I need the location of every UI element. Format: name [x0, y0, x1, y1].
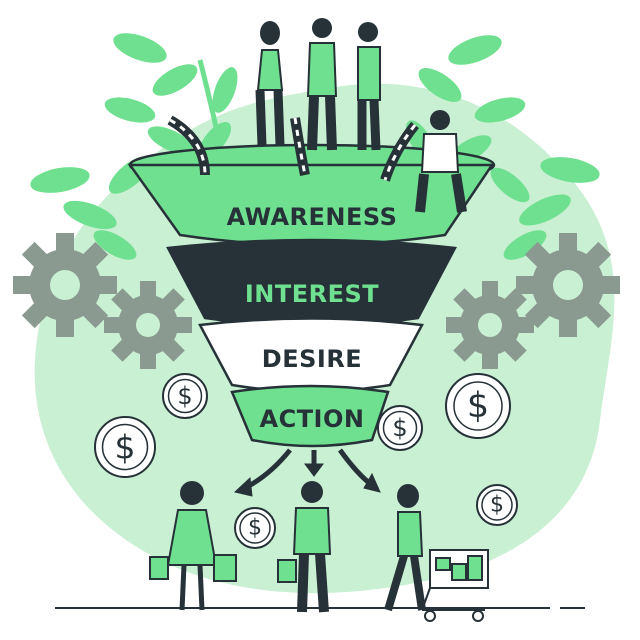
gear-icon	[446, 281, 534, 369]
stage-label-interest: INTEREST	[245, 280, 379, 308]
svg-text:$: $	[177, 382, 192, 410]
dollar-coin-icon: $	[476, 484, 518, 526]
stage-label-desire: DESIRE	[262, 345, 362, 373]
dollar-coin-icon: $	[94, 416, 156, 478]
svg-text:$: $	[392, 414, 407, 442]
dollar-coin-icon: $	[162, 373, 208, 419]
svg-text:$: $	[248, 516, 262, 541]
shopping-cart-icon	[421, 549, 489, 622]
funnel	[127, 143, 496, 448]
dollar-coin-icon: $	[445, 373, 511, 439]
person-bottom-woman-cart	[384, 484, 426, 612]
gear-icon	[104, 281, 192, 369]
svg-text:$: $	[115, 428, 136, 467]
shopping-bag-icon	[149, 556, 169, 580]
person-top-man-phone	[306, 18, 338, 151]
coins-group: $ $ $ $ $ $	[94, 373, 518, 549]
shopping-bag-icon	[213, 554, 237, 582]
down-arrow-icon	[233, 448, 381, 497]
person-bottom-woman-bags	[149, 481, 237, 611]
person-top-man-standing	[357, 22, 381, 151]
gear-icon	[516, 233, 620, 337]
gear-icon	[13, 233, 117, 337]
shopping-bag-icon	[277, 559, 297, 583]
person-sitting	[415, 110, 467, 213]
stage-label-action: ACTION	[260, 405, 365, 433]
dollar-coin-icon: $	[377, 405, 423, 451]
svg-text:$: $	[490, 493, 504, 518]
stage-label-awareness: AWARENESS	[227, 203, 398, 231]
dollar-coin-icon: $	[234, 507, 276, 549]
person-bottom-man-bag	[277, 481, 332, 613]
svg-text:$: $	[467, 386, 489, 426]
funnel-stage-action	[230, 384, 390, 448]
person-top-woman	[255, 21, 285, 146]
